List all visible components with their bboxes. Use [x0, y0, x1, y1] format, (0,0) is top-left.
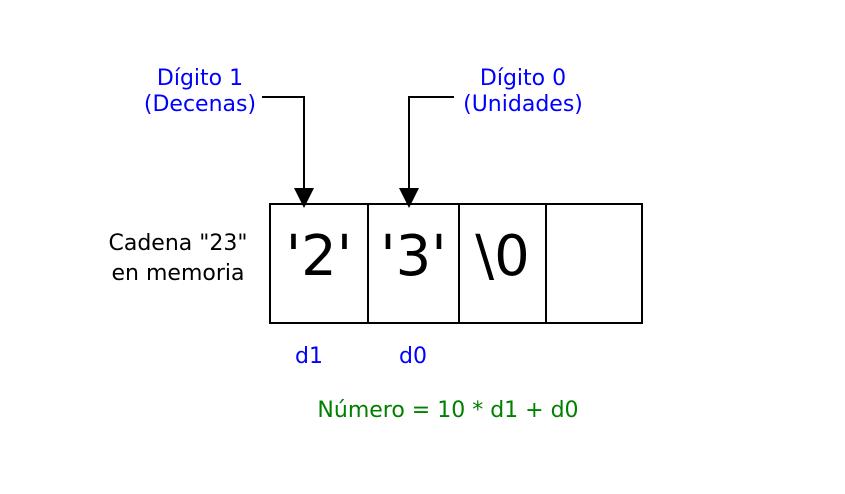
digit0-arrow — [399, 96, 454, 208]
string-label: Cadena "23" en memoria — [96, 229, 260, 289]
variable-d0-label: d0 — [399, 344, 427, 369]
digit1-title: Dígito 1 (Decenas) — [132, 66, 268, 118]
cell-text-1: '3' — [380, 224, 447, 289]
digit1-arrow — [262, 96, 314, 208]
number-formula: Número = 10 * d1 + d0 — [317, 398, 579, 423]
digit0-title-line-2: (Unidades) — [463, 92, 583, 117]
digit1-title-line-1: Dígito 1 — [156, 66, 244, 91]
cell-text-0: '2' — [285, 224, 353, 289]
memory-cell-3 — [545, 203, 643, 324]
digit1-title-line-2: (Decenas) — [143, 92, 257, 117]
string-label-line-2: en memoria — [111, 261, 245, 286]
string-label-line-1: Cadena "23" — [108, 231, 248, 256]
digit0-title-line-1: Dígito 0 — [479, 66, 567, 91]
variable-d1-label: d1 — [295, 344, 323, 369]
digit0-title: Dígito 0 (Unidades) — [448, 66, 598, 118]
cell-text-2: \0 — [475, 224, 530, 289]
